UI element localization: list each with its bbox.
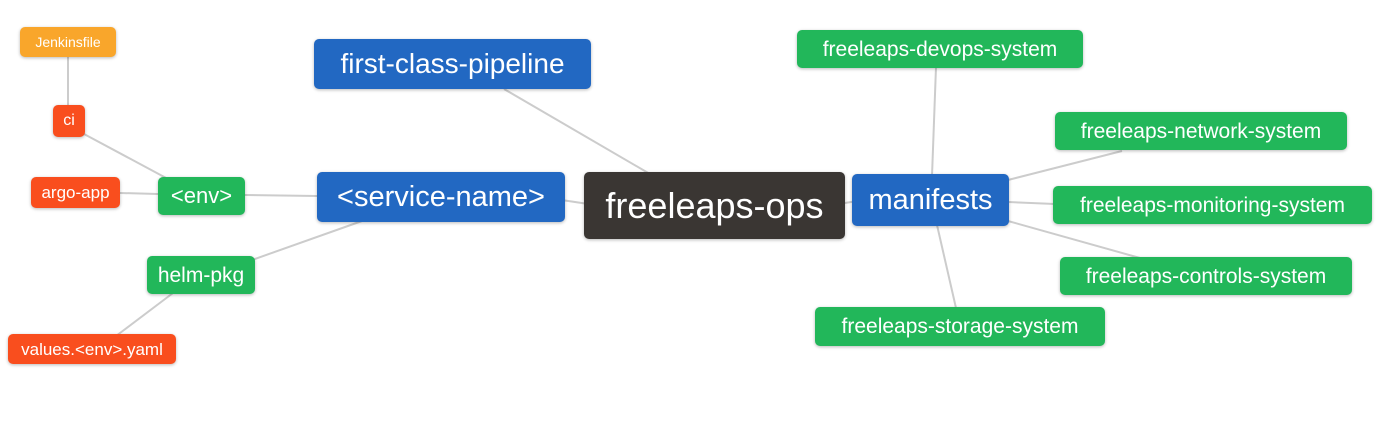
- node-freeleaps-network-system[interactable]: freeleaps-network-system: [1055, 112, 1347, 150]
- node-freeleaps-ops[interactable]: freeleaps-ops: [584, 172, 845, 239]
- edge-argo-app-env: [119, 192, 159, 195]
- edge-manifests-controls: [1007, 220, 1141, 259]
- edge-ci-env: [83, 133, 169, 180]
- node-manifests[interactable]: manifests: [852, 174, 1009, 226]
- edge-manifests-devops: [931, 66, 937, 177]
- node-service-name[interactable]: <service-name>: [317, 172, 565, 222]
- node-jenkinsfile[interactable]: Jenkinsfile: [20, 27, 116, 57]
- node-ci[interactable]: ci: [53, 105, 85, 137]
- edge-manifests-network: [1007, 150, 1123, 181]
- node-freeleaps-storage-system[interactable]: freeleaps-storage-system: [815, 307, 1105, 346]
- edge-fcp-ops: [503, 88, 651, 175]
- node-first-class-pipeline[interactable]: first-class-pipeline: [314, 39, 591, 89]
- edge-helm-pkg-values: [115, 292, 174, 337]
- node-helm-pkg[interactable]: helm-pkg: [147, 256, 255, 294]
- node-argo-app[interactable]: argo-app: [31, 177, 120, 208]
- node-env[interactable]: <env>: [158, 177, 245, 215]
- edge-service-name-helm-pkg: [251, 220, 363, 261]
- node-freeleaps-devops-system[interactable]: freeleaps-devops-system: [797, 30, 1083, 68]
- node-freeleaps-monitoring-system[interactable]: freeleaps-monitoring-system: [1053, 186, 1372, 224]
- edge-env-service-name: [244, 194, 318, 197]
- edge-manifests-monitoring: [1007, 201, 1056, 205]
- node-freeleaps-controls-system[interactable]: freeleaps-controls-system: [1060, 257, 1352, 295]
- edge-manifests-storage: [936, 224, 957, 309]
- node-values-env-yaml[interactable]: values.<env>.yaml: [8, 334, 176, 364]
